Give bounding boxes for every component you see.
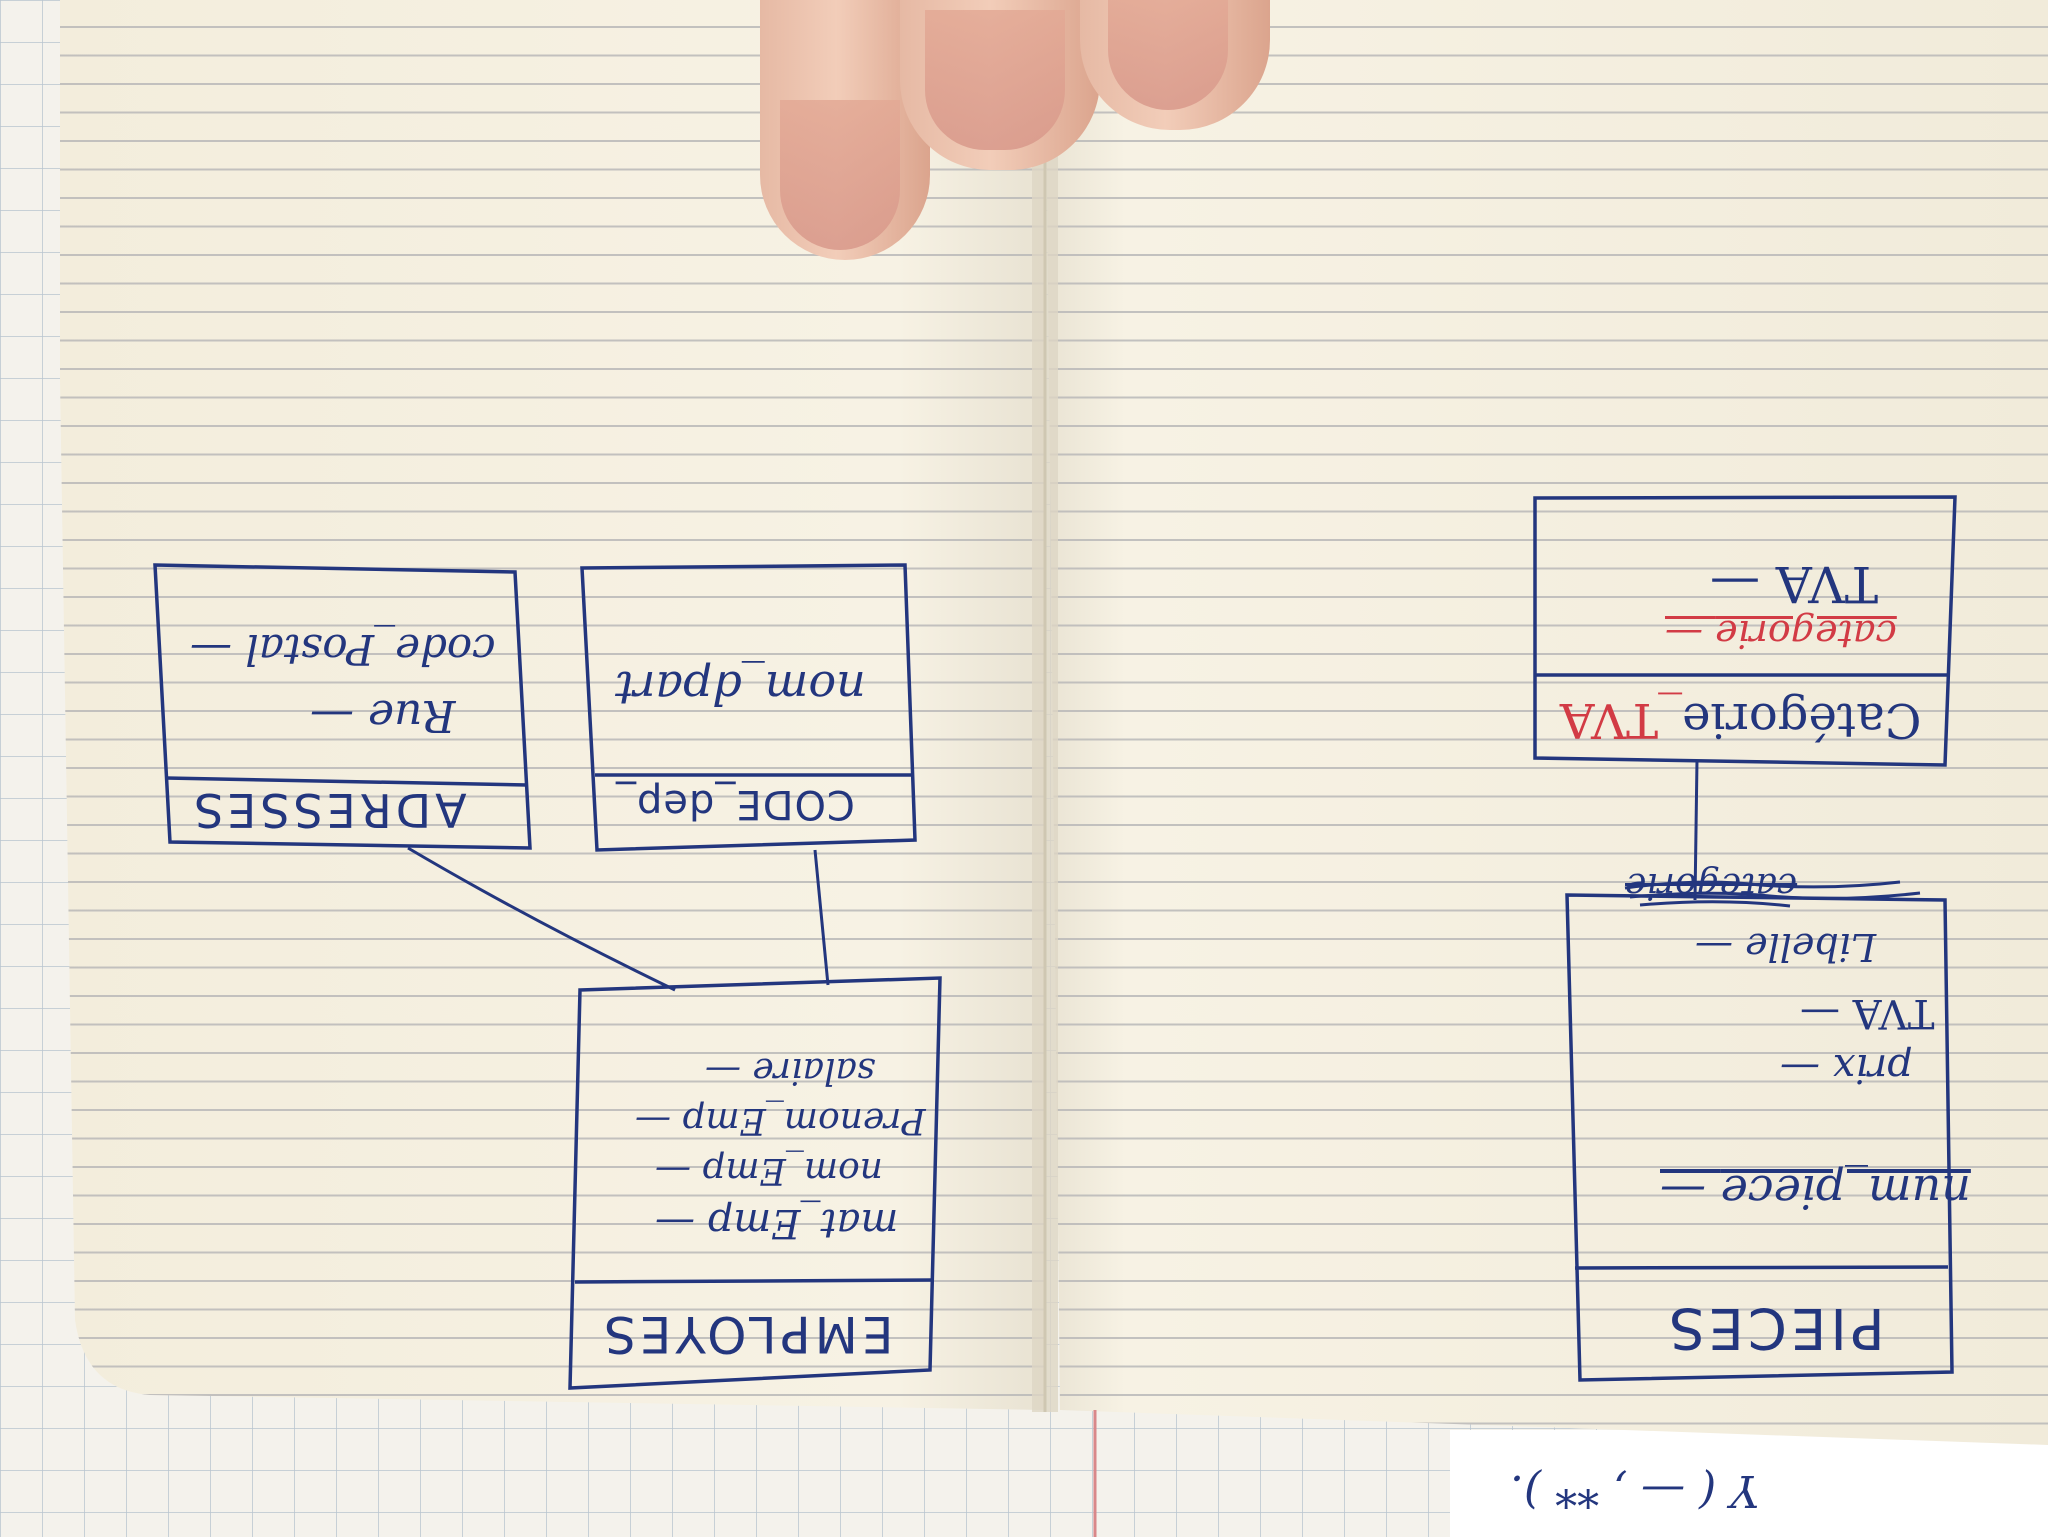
employes-divider	[574, 1278, 934, 1284]
relation-employes-adresses	[407, 846, 676, 992]
attribute-item: TVA —	[1800, 990, 1935, 1036]
attribute-item: nom_dpart	[615, 661, 866, 715]
pieces-divider	[1574, 1265, 1949, 1270]
attribute-item: mat_Emp —	[655, 1200, 899, 1246]
employes-box	[568, 976, 942, 1390]
entity-title: EMPLOYES	[600, 1305, 894, 1363]
attribute-item: nom_Emp —	[655, 1150, 883, 1191]
categorie-tva-box	[1533, 495, 1957, 767]
entity-title: CODE_dep_	[615, 781, 855, 827]
crossed-out-scribble	[1624, 880, 1921, 908]
attribute-item: Libelle —	[1695, 925, 1877, 969]
fingernail-right	[1108, 0, 1228, 110]
adresses-divider	[165, 776, 528, 787]
attribute-item: categorie —	[1665, 612, 1897, 656]
attribute-item: num_piece —	[1660, 1165, 1971, 1219]
entity-employes: EMPLOYES mat_Emp — nom_Emp — Prenom_Emp …	[575, 985, 935, 1380]
relation-employes-departements	[813, 849, 830, 986]
crossed-out-attribute: categorie	[1625, 865, 1798, 906]
departements-box	[580, 563, 917, 852]
attribute-item: prix —	[1780, 1045, 1913, 1091]
attribute-item: Rue —	[310, 690, 456, 741]
entity-title: PIECES	[1665, 1295, 1885, 1360]
attribute-item: salaire —	[705, 1050, 876, 1091]
entity-categorie-tva: Catégorie_TVA categorie — TVA —	[1535, 497, 1955, 765]
attribute-item: Prenom_Emp —	[635, 1100, 926, 1141]
attribute-item: code_Postal —	[190, 625, 496, 674]
entity-departements: CODE_dep_ nom_dpart	[595, 566, 913, 848]
entity-pieces: PIECES num_piece — prix — TVA — Libelle …	[1570, 895, 1971, 1380]
entity-title: ADRESSES	[190, 783, 467, 837]
fingernail-left	[780, 100, 900, 250]
relation-pieces-categorie-tva	[1693, 759, 1699, 901]
entity-title: Catégorie_TVA	[1560, 692, 1922, 748]
white-paper-scrap	[1450, 1430, 2048, 1537]
hand	[700, 0, 1300, 270]
entity-adresses: ADRESSES Rue — code_Postal —	[160, 565, 525, 848]
attribute-item: TVA —	[1710, 555, 1879, 613]
bottom-scrap-text: Y ( — , ** ).	[1510, 1465, 1760, 1516]
relation-lines	[407, 759, 1699, 992]
fingernail-middle	[925, 10, 1065, 150]
adresses-box	[153, 563, 532, 850]
